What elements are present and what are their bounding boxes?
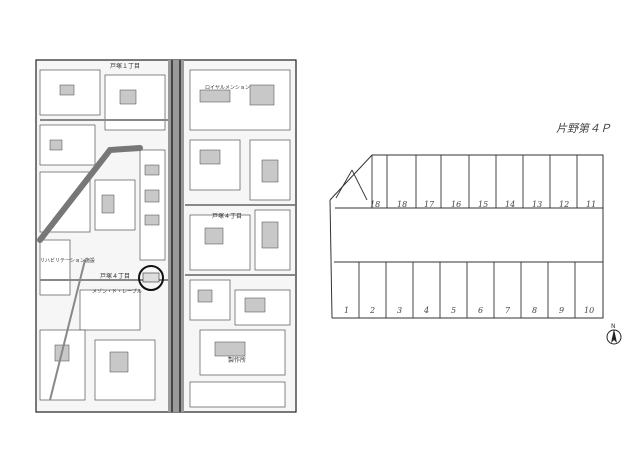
stall-number: 14 — [505, 200, 515, 209]
plan-title: 片野第４Ｐ — [556, 122, 611, 135]
road — [37, 145, 143, 243]
north-label: N — [611, 323, 616, 330]
map-label-totsuka4: 戸塚４丁目 — [212, 212, 242, 220]
stall-number: 13 — [532, 200, 542, 209]
stall-number: 17 — [424, 200, 435, 209]
stall-number: 6 — [478, 306, 483, 315]
map-label-facility: リハビリテーション施設 — [40, 257, 95, 264]
stall-number: 4 — [423, 306, 429, 315]
stall-number: 3 — [397, 306, 402, 315]
location-map[interactable]: 戸塚１丁目 戸塚４丁目 戸塚４丁目 ロイヤルメンション リハビリテーション施設 … — [35, 59, 297, 413]
upper-stall-numbers: 18 18 17 16 15 14 13 12 11 — [370, 200, 596, 209]
stall-number: 10 — [584, 306, 594, 315]
stall-number: 2 — [369, 306, 375, 315]
north-arrow-icon: N — [606, 323, 622, 345]
road — [49, 259, 86, 401]
map-label-shop: ロイヤルメンション — [205, 85, 250, 91]
stall-number: 16 — [451, 200, 461, 209]
stall-number: 9 — [559, 306, 564, 315]
site-outline — [329, 199, 333, 319]
lower-stall-numbers: 1 2 3 4 5 6 7 8 9 10 — [344, 306, 594, 315]
stall-number: 18 — [370, 200, 380, 209]
lower-stall-row — [358, 262, 576, 318]
parking-layout-plan: 片野第４Ｐ — [329, 122, 622, 345]
upper-stall-row — [335, 155, 603, 209]
target-location-marker — [138, 265, 164, 291]
stall-number: 5 — [451, 306, 456, 315]
stall-number: 11 — [586, 200, 596, 209]
stall-number: 1 — [344, 306, 349, 315]
map-label-totsuka4-lower: 戸塚４丁目 — [100, 272, 130, 280]
stall-number: 8 — [532, 306, 537, 315]
stall-number: 12 — [559, 200, 569, 209]
map-blocks — [39, 69, 291, 408]
map-label-top: 戸塚１丁目 — [110, 62, 140, 70]
railway-line — [168, 60, 184, 412]
stall-number: 15 — [478, 200, 488, 209]
site-outline — [329, 154, 604, 319]
map-label-mansion: メゾン・ド・レーブル — [92, 288, 142, 295]
target-building — [142, 272, 160, 283]
stall-number: 18 — [397, 200, 407, 209]
map-label-factory: 製作所 — [228, 356, 246, 364]
stall-number: 7 — [505, 306, 511, 315]
